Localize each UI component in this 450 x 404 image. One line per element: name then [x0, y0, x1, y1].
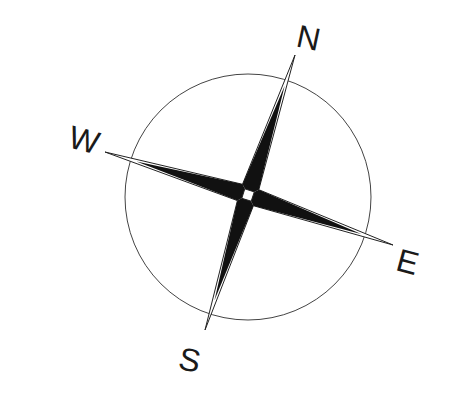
direction-label: W: [65, 121, 102, 160]
east-arm: [248, 190, 361, 234]
star-outline: [105, 55, 393, 330]
direction-label: N: [294, 20, 323, 56]
north-arm: [243, 86, 285, 195]
direction-label: S: [176, 342, 204, 378]
direction-label: E: [394, 244, 423, 280]
west-arm: [137, 162, 249, 201]
center-diamond: [242, 189, 255, 201]
compass-circle: [125, 74, 371, 320]
south-arm: [215, 195, 254, 300]
